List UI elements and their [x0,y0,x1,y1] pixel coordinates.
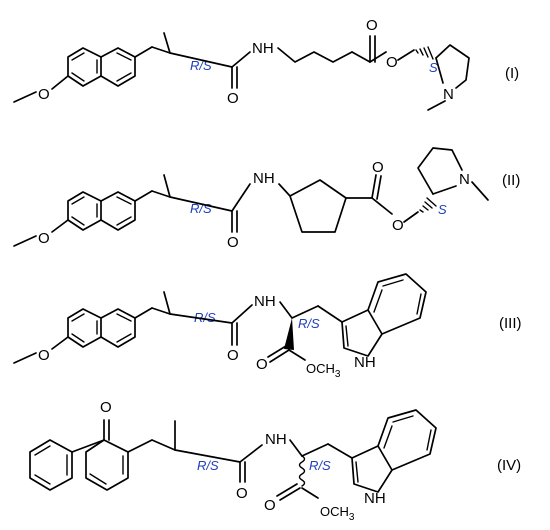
phenylene-ring-4 [85,439,129,491]
keto-o-3: O [227,347,239,364]
keto-o-2: O [227,234,239,251]
ring-n-2: N [459,171,470,188]
ester-dbl-o-1: O [366,17,378,34]
compound-2: O R/S O NH O O S N [13,147,520,251]
ester-dbl-o-3: O [256,356,268,373]
stereo-trp-4: R/S [309,458,331,473]
stereo-alpha-4: R/S [197,458,219,473]
indole-ring-3 [341,273,427,357]
amide-nh-2: NH [253,170,275,187]
pyrrolidine-ring-2 [417,147,463,195]
amide-nh-1: NH [252,40,274,57]
compound-label-2: (II) [502,172,520,189]
amide-nh-4: NH [265,431,287,448]
methoxy-o-2: O [38,230,50,247]
methoxy-o-3: O [38,347,50,364]
compound-1: O R/S O NH O O S N (I [13,17,519,111]
compound-label-4: (IV) [497,457,521,474]
stereo-alpha-3: R/S [194,310,216,325]
hash-bond-2 [419,197,437,213]
stereo-pyrrolidine-2: S [438,202,447,217]
indole-nh-4: NH [364,490,386,507]
compound-label-1: (I) [505,65,519,82]
amide-nh-3: NH [254,293,276,310]
naphthalene-ring-3 [67,308,136,348]
naphthalene-ring-2 [67,191,136,231]
compound-4: O R/S O NH R/S O OCH3 [29,399,521,523]
keto-o-1: O [227,90,239,107]
cyclopentane-ring-2 [278,179,347,233]
och3-4: OCH3 [320,504,355,523]
ester-dbl-o-4: O [264,497,276,514]
methoxy-o-1: O [38,86,50,103]
naphthalene-ring-1 [67,47,136,87]
wavy-bond-4 [298,455,306,487]
keto-o-4: O [236,485,248,502]
ring-n-1: N [443,86,454,103]
pyrrolidine-ring-1 [435,44,470,89]
och3-3: OCH3 [306,361,341,380]
ester-o-2: O [392,217,404,234]
benzoyl-o-4: O [100,399,112,416]
hash-bond-1 [415,46,434,60]
ester-dbl-o-2: O [372,159,384,176]
ester-o-1: O [386,54,398,71]
stereo-trp-3: R/S [298,316,320,331]
indole-ring-4 [351,409,437,493]
compound-3: O R/S O NH R/S O OCH3 NH (III) [13,273,522,380]
compound-label-3: (III) [499,315,522,332]
stereo-pyrrolidine-1: S [429,60,438,75]
indole-nh-3: NH [354,354,376,371]
phenyl-ring-4 [29,439,73,491]
